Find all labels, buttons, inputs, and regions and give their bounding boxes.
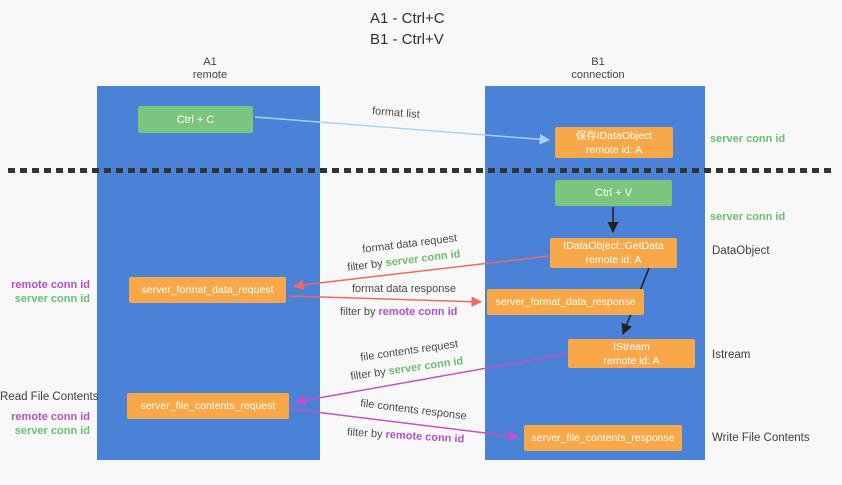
node-ctrl-c: Ctrl + C [138, 106, 253, 133]
file-request-label: server_file_contents_request [140, 400, 276, 412]
lifeline-b1-id: B1 [591, 56, 605, 68]
title-line-2: B1 - Ctrl+V [370, 31, 444, 48]
format-request-label: server_format_data_request [141, 284, 274, 296]
node-ctrl-v: Ctrl + V [555, 180, 672, 206]
istream-line2: remote id: A [603, 354, 660, 367]
label-read-file-contents: Read File Contents [0, 391, 99, 403]
node-server-format-data-request: server_format_data_request [129, 277, 286, 303]
save-dataobject-line1: 保存IDataObject [575, 129, 653, 142]
node-server-file-contents-request: server_file_contents_request [127, 393, 289, 419]
lifeline-header-b1: B1 connection [548, 56, 648, 82]
node-idataobject-getdata: IDataObject::GetData remote id: A [550, 238, 677, 268]
lifeline-a1-id: A1 [203, 56, 217, 68]
diagram-title: A1 - Ctrl+C B1 - Ctrl+V [370, 8, 445, 50]
label-server-conn-id-mid: server conn id [710, 211, 786, 223]
label-format-list: format list [371, 105, 421, 121]
label-server-conn-id-left-top: server conn id [14, 293, 90, 305]
label-format-data-response: format data response [352, 283, 456, 295]
lifeline-b1-name: connection [571, 69, 625, 81]
lifeline-header-a1: A1 remote [160, 56, 260, 82]
ctrl-v-label: Ctrl + V [595, 187, 632, 199]
file-response-label: server_file_contents_response [531, 432, 675, 444]
node-server-format-data-response: server_format_data_response [487, 289, 644, 315]
filter-prefix: filter by [346, 257, 387, 274]
label-write-file-contents: Write File Contents [712, 432, 810, 444]
save-dataobject-line2: remote id: A [585, 143, 643, 156]
label-server-conn-id-left-bottom: server conn id [14, 425, 90, 437]
phase-separator-dotted-line [8, 168, 836, 173]
istream-line1: IStream [613, 340, 650, 353]
lifeline-a1-name: remote [192, 69, 228, 81]
label-istream: Istream [712, 349, 751, 361]
filter-remote-conn-id: remote conn id [385, 428, 465, 446]
getdata-line1: IDataObject::GetData [563, 240, 664, 252]
filter-prefix: filter by [340, 306, 379, 318]
filter-server-conn-id: server conn id [387, 355, 465, 378]
filter-prefix: filter by [346, 426, 386, 441]
label-dataobject: DataObject [712, 245, 770, 257]
label-filter-file-response: filter by remote conn id [347, 426, 465, 445]
getdata-line2: remote id: A [585, 254, 642, 266]
label-remote-conn-id-left-top: remote conn id [11, 279, 90, 291]
filter-prefix: filter by [349, 365, 390, 383]
label-remote-conn-id-left-bottom: remote conn id [11, 411, 90, 423]
node-istream: IStream remote id: A [568, 339, 695, 368]
label-filter-format-response: filter by remote conn id [340, 306, 457, 318]
ctrl-c-label: Ctrl + C [176, 113, 215, 126]
title-line-1: A1 - Ctrl+C [370, 10, 445, 27]
label-file-contents-response: file contents response [359, 397, 468, 423]
format-response-label: server_format_data_response [495, 296, 636, 308]
label-server-conn-id-top: server conn id [710, 133, 786, 145]
node-server-file-contents-response: server_file_contents_response [524, 425, 682, 451]
filter-remote-conn-id: remote conn id [378, 306, 458, 318]
node-save-dataobject: 保存IDataObject remote id: A [555, 127, 673, 158]
